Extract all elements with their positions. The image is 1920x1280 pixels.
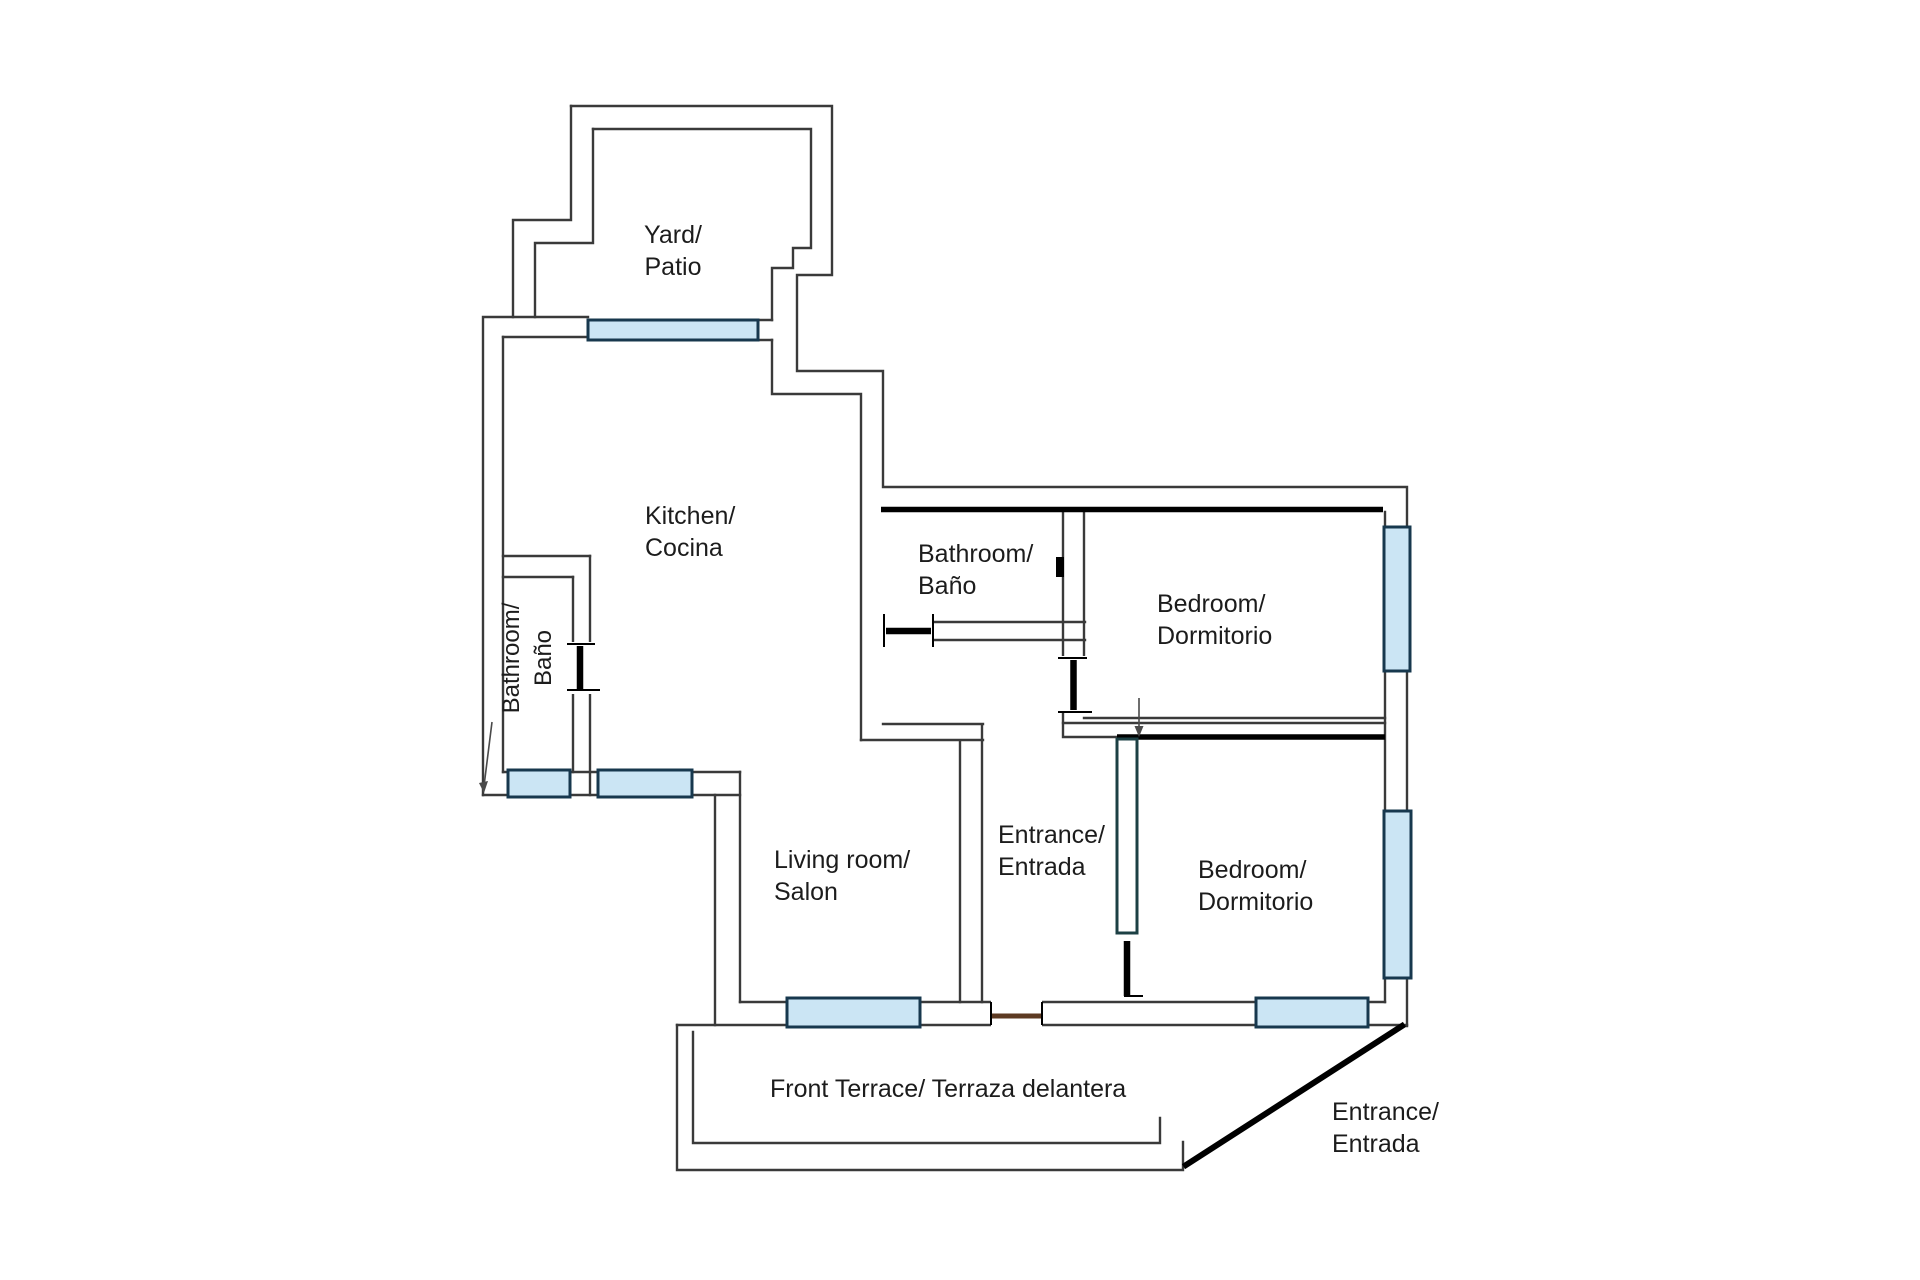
bedroom-bottom-sliding-door <box>1115 737 1139 935</box>
room-label-living-room-line1: Living room/ <box>774 846 911 874</box>
diagonal-entrance-wall <box>1181 1021 1407 1170</box>
wall-terrace-inner <box>691 1030 1162 1145</box>
room-label-kitchen: Kitchen/ Cocina <box>645 500 735 564</box>
wall-terrace-outer <box>675 1023 1185 1172</box>
yard-window <box>586 318 760 342</box>
room-label-front-entrance-line1: Entrance/ <box>1332 1098 1440 1126</box>
room-label-front-entrance: Entrance/ Entrada <box>1332 1096 1439 1160</box>
room-label-kitchen-line2: Cocina <box>645 534 723 562</box>
room-label-living-room-line2: Salon <box>774 878 838 906</box>
wall-hall <box>859 722 985 1004</box>
room-label-bedroom-bottom: Bedroom/ Dormitorio <box>1198 854 1313 918</box>
room-label-bathroom-middle-line2: Baño <box>918 572 977 600</box>
room-label-kitchen-line1: Kitchen/ <box>645 502 736 530</box>
room-label-front-entrance-line2: Entrada <box>1332 1130 1420 1158</box>
windows <box>506 318 1413 1029</box>
room-label-bedroom-top: Bedroom/ Dormitorio <box>1157 588 1272 652</box>
wall-living-room-left <box>713 770 742 1027</box>
bathroom-left-window-2 <box>596 768 694 799</box>
doors <box>567 557 1143 1025</box>
gap-front-door <box>991 996 1042 1030</box>
left-wall-arrow-line <box>483 721 493 787</box>
room-label-entrance-hall-line2: Entrada <box>998 853 1086 881</box>
room-label-bathroom-middle-line1: Bathroom/ <box>918 540 1034 568</box>
wall-yard-inner-left <box>533 127 595 319</box>
room-label-living-room: Living room/ Salon <box>774 844 910 908</box>
room-label-bathroom-left: Bathroom/ Baño <box>496 563 560 753</box>
wall-bedroom-top-left <box>1061 510 1119 739</box>
room-label-bedroom-bottom-line2: Dormitorio <box>1198 888 1314 916</box>
bedroom-top-window-east <box>1382 525 1412 673</box>
living-room-window <box>785 996 922 1029</box>
left-wall-arrow-head <box>479 781 488 793</box>
bathroom-middle-door-jambs <box>883 614 934 647</box>
bedroom-bottom-window-east <box>1382 809 1413 980</box>
room-label-front-terrace-line1: Front Terrace/ Terraza delantera <box>770 1075 1127 1103</box>
room-label-front-terrace: Front Terrace/ Terraza delantera <box>770 1073 1126 1105</box>
room-label-yard: Yard/ Patio <box>563 219 783 283</box>
room-label-bathroom-left-line1: Bathroom/ <box>498 602 525 714</box>
wall-yard-inner <box>591 127 863 742</box>
room-label-bedroom-top-line2: Dormitorio <box>1157 622 1273 650</box>
room-label-bedroom-bottom-line1: Bedroom/ <box>1198 856 1307 884</box>
room-label-bathroom-left-line2: Baño <box>530 629 557 687</box>
bathroom-middle-wall-mark <box>1056 557 1064 577</box>
bedroom-top-door-jambs <box>1058 657 1092 713</box>
room-label-entrance-hall-line1: Entrance/ <box>998 821 1106 849</box>
wall-outer-left <box>481 104 573 797</box>
room-label-yard-line1: Yard/ <box>644 221 702 249</box>
bathroom-left-door-jambs <box>567 643 600 691</box>
wall-outer-top-right <box>569 104 1409 1028</box>
bedroom-bottom-window-south <box>1254 996 1370 1029</box>
room-label-yard-line2: Patio <box>644 253 702 281</box>
hall-direction-arrow-head <box>1134 726 1144 737</box>
wall-yard-sill <box>501 315 774 342</box>
wall-bathroom-left-top <box>501 554 592 579</box>
wall-bedroom-top-bottom <box>1061 716 1387 725</box>
bathroom-left-window-1 <box>506 768 572 799</box>
room-label-entrance-hall: Entrance/ Entrada <box>998 819 1105 883</box>
room-label-bedroom-top-line1: Bedroom/ <box>1157 590 1266 618</box>
room-label-bathroom-middle: Bathroom/ Baño <box>918 538 1033 602</box>
front-door-jambs <box>990 1002 1043 1025</box>
annotations <box>479 698 1144 793</box>
exterior-walls <box>481 104 1409 1028</box>
